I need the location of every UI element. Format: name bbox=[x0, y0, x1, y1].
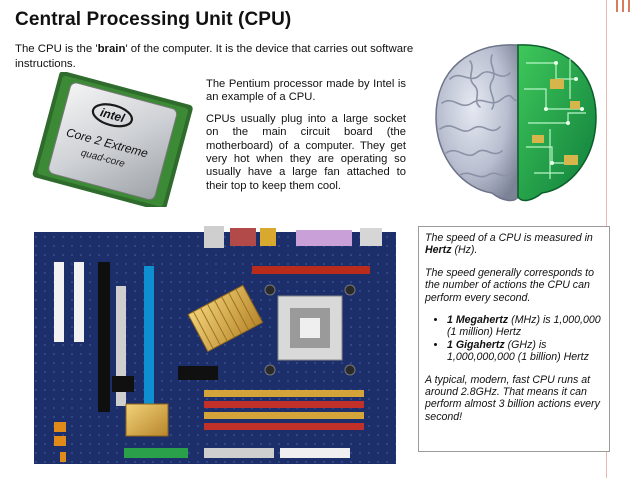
cpu-description-paragraph-1: The Pentium processor made by Intel is a… bbox=[206, 78, 406, 104]
intro-bold-word: brain bbox=[97, 43, 126, 55]
info-paragraph-2: The speed generally corresponds to the n… bbox=[425, 266, 595, 304]
info-paragraph-1: The speed of a CPU is measured in Hertz … bbox=[425, 232, 593, 257]
cpu-description-paragraph-2: CPUs usually plug into a large socket on… bbox=[206, 112, 406, 192]
info-paragraph-3: A typical, modern, fast CPU runs at arou… bbox=[425, 373, 600, 423]
corner-decoration bbox=[612, 0, 636, 14]
intro-text: The CPU is the 'brain' of the computer. … bbox=[15, 43, 414, 70]
cpu-chip-image: intel Core 2 Extreme quad-core bbox=[32, 72, 193, 207]
page-title: Central Processing Unit (CPU) bbox=[15, 9, 292, 30]
info-hertz-bold: Hertz bbox=[425, 244, 452, 257]
brain-circuit-image bbox=[435, 44, 597, 202]
motherboard-image bbox=[34, 226, 396, 464]
cpu-description: The Pentium processor made by Intel is a… bbox=[206, 78, 406, 201]
info-bullet-gigahertz: 1 Gigahertz (GHz) is 1,000,000,000 (1 bi… bbox=[447, 339, 603, 364]
info-bullet-megahertz: 1 Megahertz (MHz) is 1,000,000 (1 millio… bbox=[447, 314, 603, 339]
chip-brand-text: intel bbox=[99, 105, 127, 125]
cpu-speed-info-box: The speed of a CPU is measured in Hertz … bbox=[418, 226, 610, 452]
info-bullet-list: 1 Megahertz (MHz) is 1,000,000 (1 millio… bbox=[425, 314, 603, 364]
